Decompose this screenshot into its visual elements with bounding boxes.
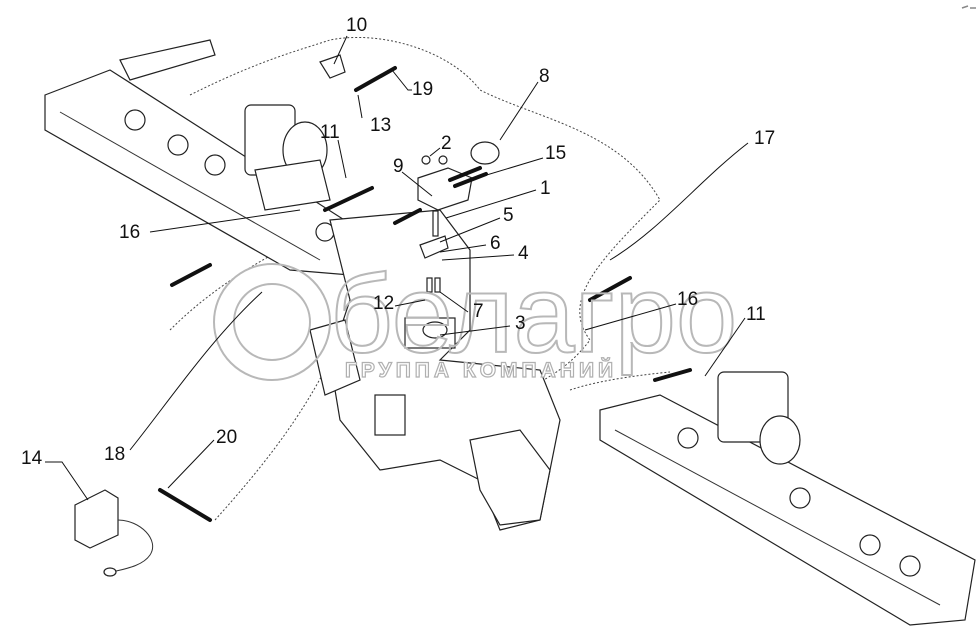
watermark-subtitle: ГРУППА КОМПАНИЙ <box>345 358 617 382</box>
callout-16-left: 16 <box>119 222 140 243</box>
callout-17: 17 <box>754 128 775 149</box>
callout-10: 10 <box>346 15 367 36</box>
rod-17 <box>588 276 632 302</box>
callout-3: 3 <box>515 313 526 334</box>
callout-1: 1 <box>540 178 551 199</box>
watermark-inner-circle <box>233 283 311 361</box>
watermark-logo: белагро ГРУППА КОМПАНИЙ <box>213 252 738 383</box>
callout-9: 9 <box>393 156 404 177</box>
right-axle-beam <box>599 371 976 626</box>
callout-7: 7 <box>473 301 484 322</box>
callout-14: 14 <box>21 448 43 469</box>
callout-8: 8 <box>539 66 550 87</box>
callout-11-top: 11 <box>320 122 340 143</box>
hose-route-3 <box>214 359 331 521</box>
callout-19: 19 <box>412 79 433 100</box>
watermark-circle <box>213 263 331 381</box>
corner-mark <box>961 5 976 9</box>
callout-4: 4 <box>518 243 529 264</box>
leader-lines <box>45 35 749 501</box>
callout-6: 6 <box>490 233 501 254</box>
rod-19 <box>354 66 397 92</box>
control-box <box>74 489 154 577</box>
callout-12: 12 <box>373 293 394 314</box>
callout-2: 2 <box>441 133 452 154</box>
callout-5: 5 <box>503 205 514 226</box>
callout-labels: 10 19 13 8 11 2 15 9 1 17 16 5 6 4 12 7 … <box>21 15 775 469</box>
rod-16-left <box>323 186 374 212</box>
callout-13: 13 <box>370 115 391 136</box>
rod-16-right <box>653 368 692 382</box>
callout-15: 15 <box>545 143 566 164</box>
callout-18: 18 <box>104 444 125 465</box>
left-axle-beam <box>44 39 361 276</box>
rod-left <box>170 263 212 287</box>
watermark-brand: белагро <box>330 253 737 376</box>
bracket-10 <box>319 54 346 79</box>
callout-20: 20 <box>216 427 237 448</box>
callout-11-right: 11 <box>746 304 766 325</box>
rod-20 <box>158 488 212 522</box>
central-frame <box>309 209 561 531</box>
callout-16-right: 16 <box>677 289 698 310</box>
